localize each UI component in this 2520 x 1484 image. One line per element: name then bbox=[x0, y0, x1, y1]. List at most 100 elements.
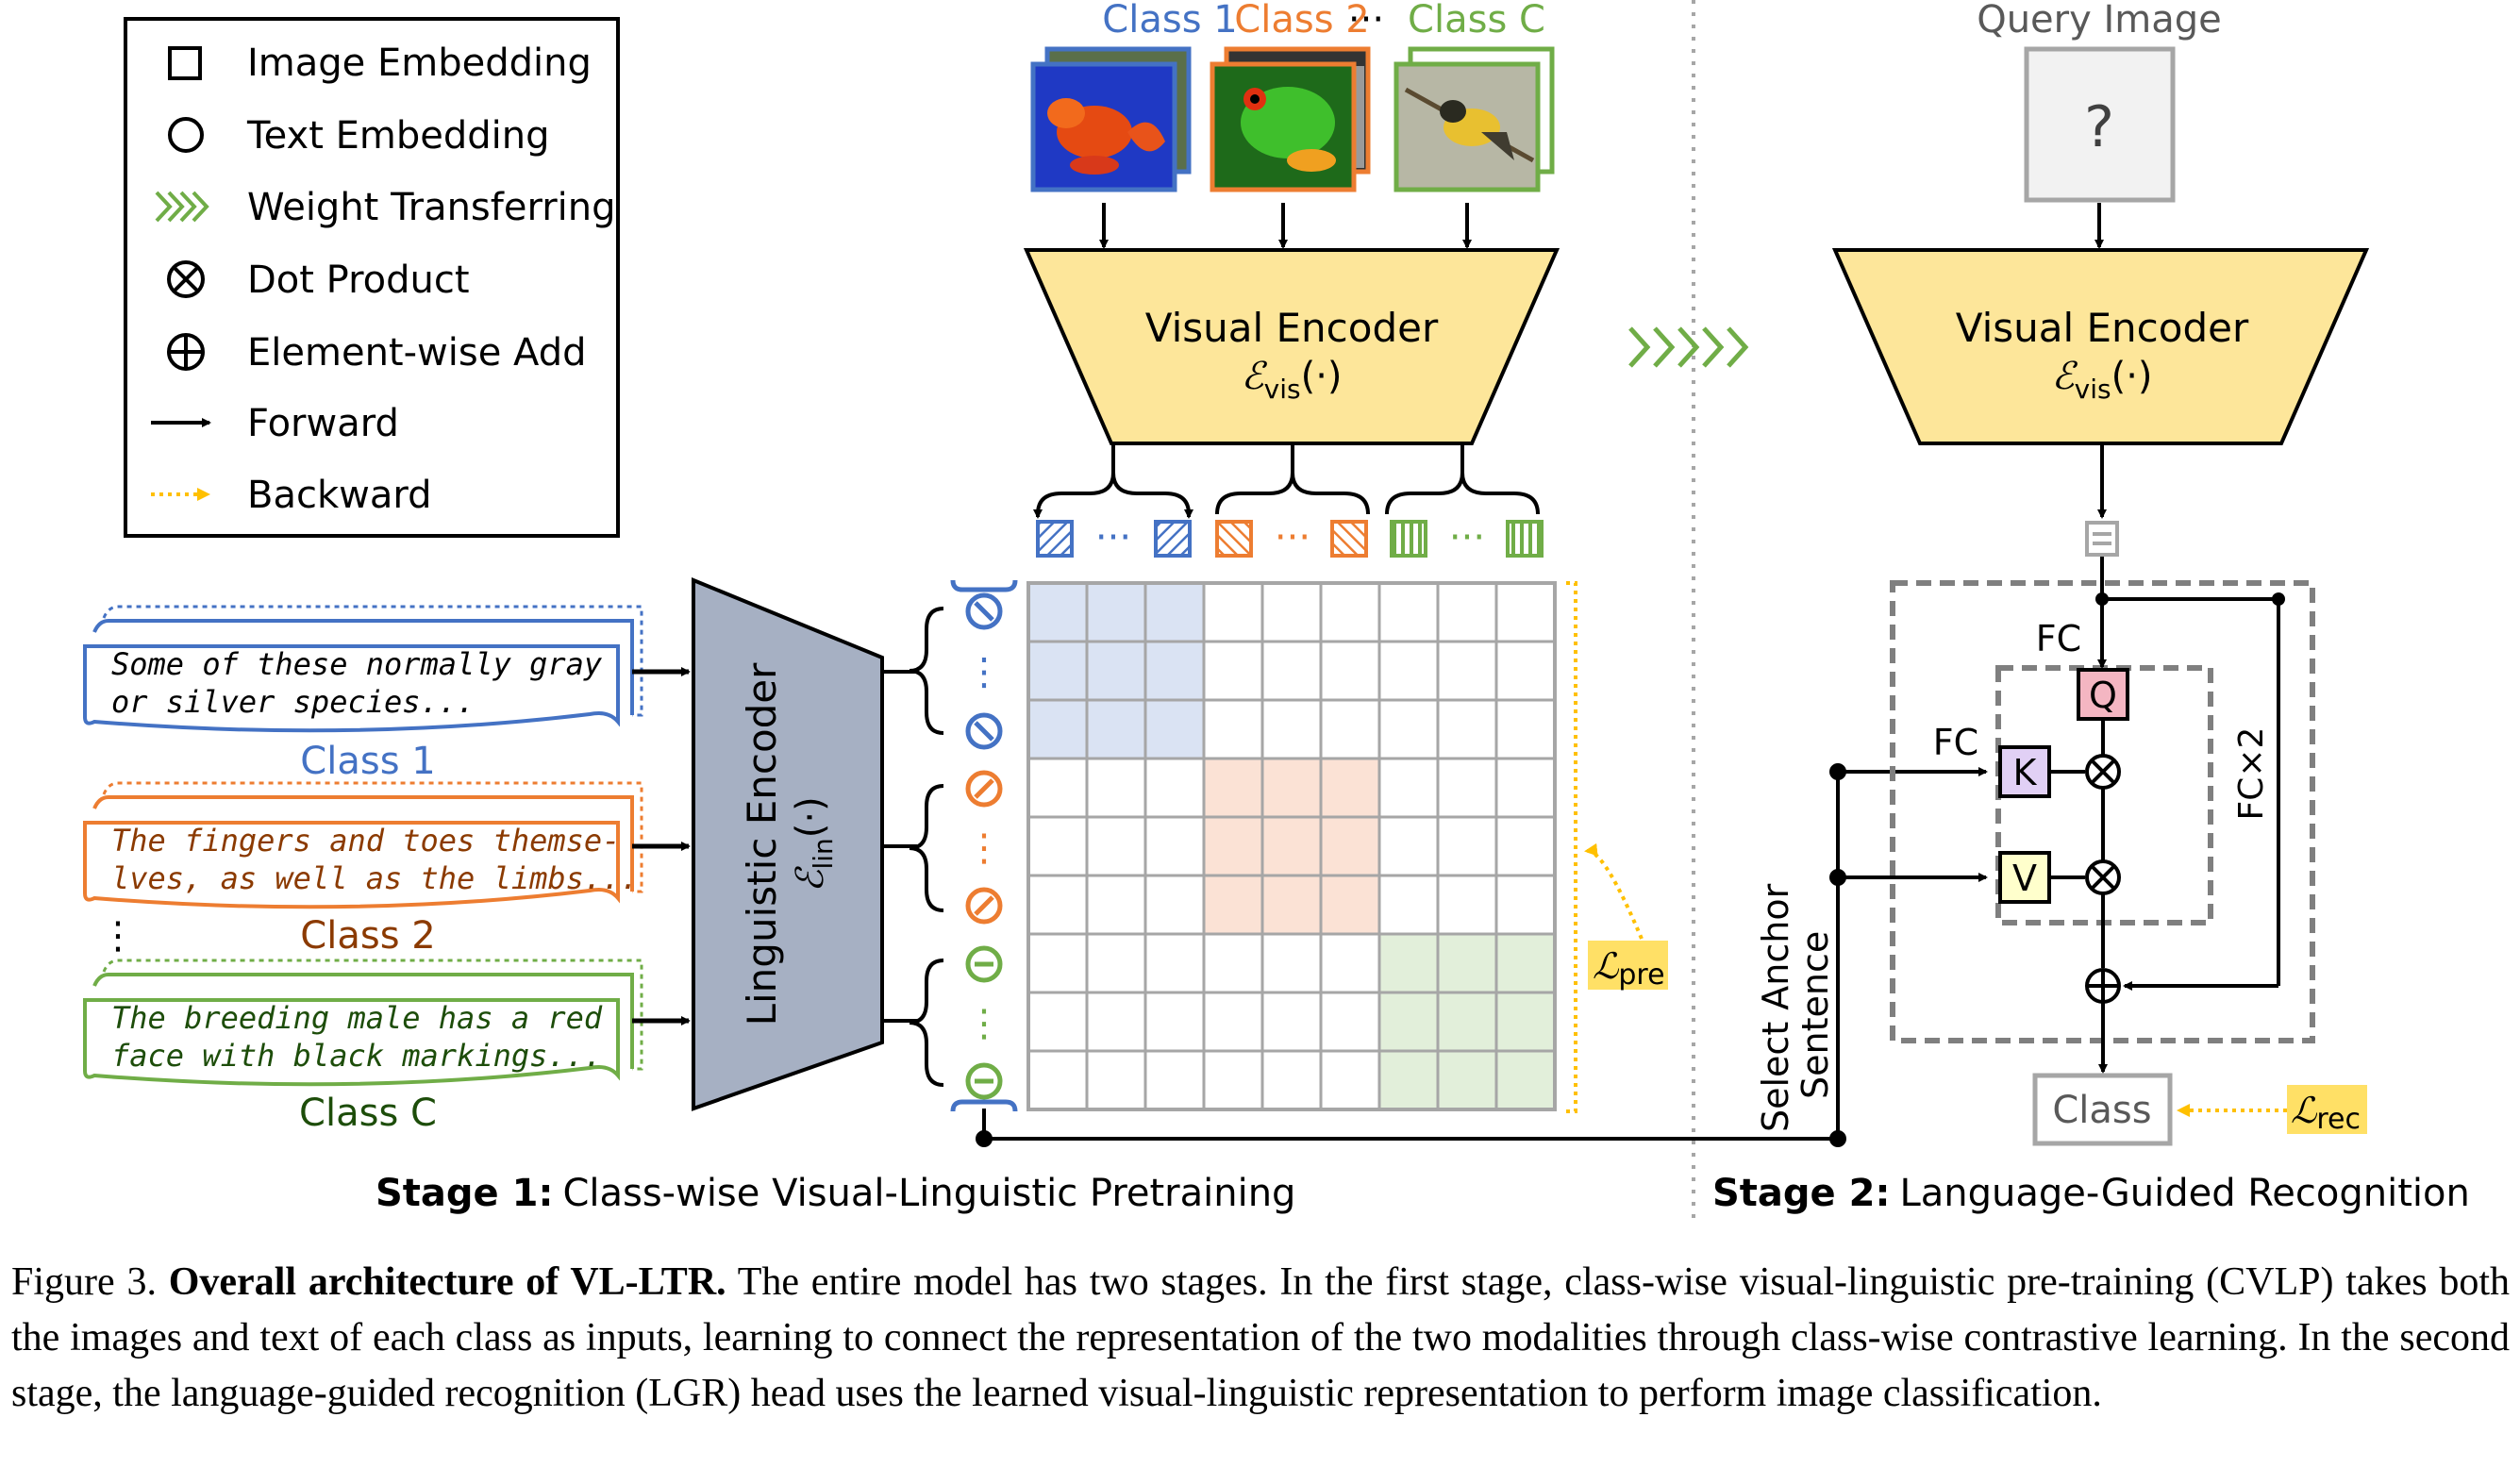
query-image-label: Query Image bbox=[1977, 0, 2222, 42]
anchor-connection bbox=[976, 763, 1988, 1147]
matrix-cell bbox=[1260, 874, 1323, 936]
matrix-cell bbox=[1494, 991, 1557, 1053]
matrix-cell bbox=[1026, 874, 1089, 936]
text-column-bracket bbox=[950, 579, 1018, 592]
caption-bold: Overall architecture of VL-LTR. bbox=[168, 1260, 726, 1304]
image-class-dots: ··· bbox=[1348, 0, 1384, 42]
query-embedding bbox=[2085, 521, 2119, 557]
select-anchor-label: Select Anchor Sentence bbox=[1755, 883, 1836, 1132]
matrix-cell bbox=[1143, 640, 1206, 702]
loss-rec-badge bbox=[2287, 1085, 2367, 1134]
svg-text:Some of these normally gray: Some of these normally gray bbox=[111, 646, 603, 682]
matrix-cell bbox=[1143, 932, 1206, 994]
image-stack-class-c bbox=[1394, 46, 1555, 192]
legend-text-embedding: Text Embedding bbox=[246, 114, 550, 158]
matrix-cell bbox=[1202, 698, 1264, 760]
visual-encoder-formula: ℰvis(·) bbox=[2051, 355, 2152, 405]
fc-x2-label: FC×2 bbox=[2232, 727, 2271, 821]
svg-text:ℒrec: ℒrec bbox=[2291, 1090, 2361, 1136]
matrix-cell bbox=[1436, 1049, 1498, 1111]
matrix-cell bbox=[1143, 874, 1206, 936]
element-add-icon bbox=[2085, 968, 2121, 1004]
image-embedding-blue bbox=[1154, 520, 1192, 558]
text-embedding-hatch bbox=[974, 601, 994, 622]
text-class-c-label: Class C bbox=[299, 1092, 437, 1135]
matrix-cell bbox=[1143, 698, 1206, 760]
matrix-cell bbox=[1085, 815, 1147, 877]
matrix-cell bbox=[1377, 640, 1440, 702]
matrix-cell bbox=[1260, 757, 1323, 819]
matrix-cell bbox=[1026, 640, 1089, 702]
text-embedding-dots: ⋮ bbox=[965, 826, 1003, 870]
linguistic-encoder-label: Linguistic Encoder bbox=[739, 662, 785, 1026]
query-mark: ? bbox=[2084, 94, 2114, 160]
legend: Image Embedding Text Embedding Weight Tr… bbox=[124, 17, 620, 538]
element-add-icon bbox=[167, 333, 205, 371]
matrix-cell bbox=[1202, 991, 1264, 1053]
visual-encoder-label: Visual Encoder bbox=[1956, 305, 2249, 351]
legend-elementwise-add: Element-wise Add bbox=[247, 331, 586, 375]
matrix-cell bbox=[1377, 698, 1440, 760]
matrix-cell bbox=[1085, 1049, 1147, 1111]
matrix-cell bbox=[1260, 932, 1323, 994]
image-class-2-label: Class 2 bbox=[1234, 0, 1369, 42]
text-embedding-hatch bbox=[974, 895, 994, 916]
dot-product-icon bbox=[2085, 859, 2121, 895]
image-embedding-blue bbox=[1036, 520, 1074, 558]
matrix-cell bbox=[1319, 991, 1381, 1053]
text-embedding-hatch bbox=[974, 721, 994, 742]
chevrons-icon bbox=[155, 191, 209, 223]
legend-dot-product: Dot Product bbox=[247, 258, 470, 302]
class-output-box bbox=[2032, 1073, 2173, 1146]
svg-text:ℒpre: ℒpre bbox=[1593, 945, 1665, 992]
matrix-cell bbox=[1319, 932, 1381, 994]
svg-text:···: ··· bbox=[1449, 516, 1485, 559]
stage1-title: Stage 1:Class-wise Visual-Linguistic Pre… bbox=[375, 1172, 1295, 1215]
svg-text:face with black markings...: face with black markings... bbox=[111, 1038, 602, 1074]
legend-backward: Backward bbox=[247, 474, 431, 517]
text-class-1-label: Class 1 bbox=[300, 740, 435, 783]
text-card-class-c: The breeding male has a red face with bl… bbox=[83, 959, 691, 1135]
architecture-diagram: Image Embedding Text Embedding Weight Tr… bbox=[83, 0, 2470, 1226]
matrix-cell bbox=[1377, 581, 1440, 643]
matrix-cell bbox=[1260, 581, 1323, 643]
matrix-cell bbox=[1085, 932, 1147, 994]
legend-forward: Forward bbox=[247, 402, 399, 445]
caption-body: The entire model has two stages. In the … bbox=[11, 1260, 2511, 1415]
matrix-cell bbox=[1143, 815, 1206, 877]
matrix-cell bbox=[1202, 932, 1264, 994]
matrix-cell bbox=[1085, 640, 1147, 702]
svg-text:or silver species...: or silver species... bbox=[111, 684, 475, 720]
matrix-cell bbox=[1436, 640, 1498, 702]
similarity-matrix bbox=[1026, 581, 1557, 1111]
matrix-cell bbox=[1202, 581, 1264, 643]
matrix-cell bbox=[1085, 874, 1147, 936]
image-embedding-green bbox=[1390, 520, 1427, 558]
vertical-dots: ⋮ bbox=[99, 914, 137, 958]
svg-text:···: ··· bbox=[1095, 516, 1131, 559]
matrix-cell bbox=[1260, 698, 1323, 760]
linguistic-encoder-formula: ℰlin(·) bbox=[789, 796, 839, 892]
svg-text:The fingers and toes themse-: The fingers and toes themse- bbox=[111, 823, 620, 859]
matrix-cell bbox=[1377, 874, 1440, 936]
text-column-bracket bbox=[950, 1099, 1018, 1112]
legend-image-embedding: Image Embedding bbox=[247, 42, 592, 85]
matrix-cell bbox=[1436, 815, 1498, 877]
matrix-cell bbox=[1143, 757, 1206, 819]
matrix-cell bbox=[1026, 757, 1089, 819]
text-embedding-hatch bbox=[974, 778, 994, 799]
matrix-cell bbox=[1026, 1049, 1089, 1111]
matrix-cell bbox=[1085, 581, 1147, 643]
matrix-cell bbox=[1494, 874, 1557, 936]
weight-transfer-icon bbox=[1628, 326, 1749, 368]
circle-icon bbox=[168, 117, 204, 153]
matrix-cell bbox=[1319, 874, 1381, 936]
matrix-cell bbox=[1085, 698, 1147, 760]
fc-top-label: FC bbox=[2036, 618, 2081, 659]
matrix-border bbox=[1026, 581, 1557, 1111]
matrix-cell bbox=[1319, 815, 1381, 877]
svg-text:K: K bbox=[2013, 752, 2038, 793]
text-card-class-1: Some of these normally gray or silver sp… bbox=[83, 605, 691, 783]
matrix-cell bbox=[1494, 698, 1557, 760]
matrix-cell bbox=[1377, 932, 1440, 994]
